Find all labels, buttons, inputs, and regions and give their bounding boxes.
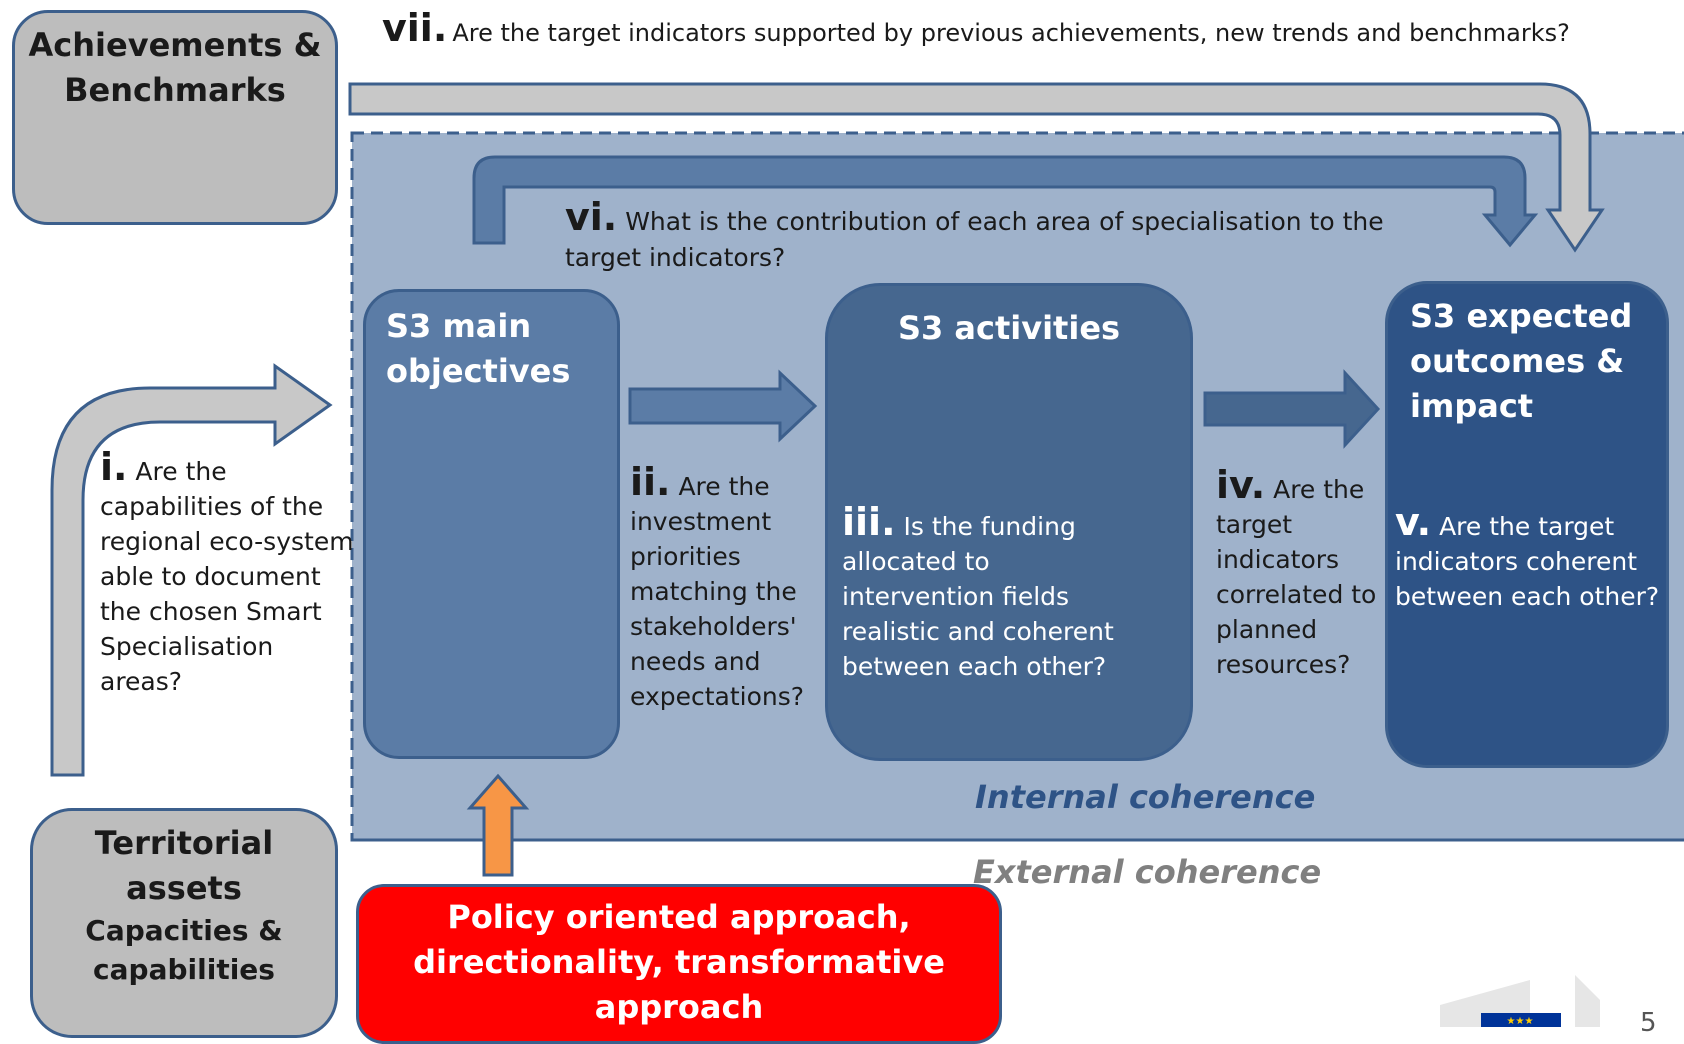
- contribution-arrow: [472, 155, 1539, 248]
- svg-text:★★★: ★★★: [1507, 1016, 1534, 1027]
- question-iv-line-2: target: [1216, 510, 1293, 539]
- question-ii-line-2: investment: [630, 507, 772, 536]
- territorial-line-2: assets: [126, 869, 242, 907]
- question-iii-number: iii.: [842, 500, 896, 544]
- question-v-number: v.: [1395, 500, 1432, 544]
- question-iii-line-5: between each other?: [842, 652, 1107, 681]
- main-objectives-box: S3 main objectives: [363, 289, 620, 759]
- question-ii-line-4: matching the: [630, 577, 797, 606]
- external-coherence-label: External coherence: [973, 853, 1322, 891]
- question-i-line-6: Specialisation areas?: [100, 632, 274, 696]
- question-iv-line-4: correlated to: [1216, 580, 1377, 609]
- question-v: v. Are the target indicators coherent be…: [1395, 503, 1665, 614]
- territorial-line-4: capabilities: [93, 953, 275, 986]
- question-ii-line-7: expectations?: [630, 682, 805, 711]
- question-iii-line-3: intervention fields: [842, 582, 1070, 611]
- outcomes-line-2: outcomes &: [1410, 342, 1625, 380]
- main-objectives-line-2: objectives: [386, 352, 571, 390]
- outcomes-line-1: S3 expected: [1410, 297, 1633, 335]
- question-i-line-1: Are the: [135, 457, 227, 486]
- question-vii: vii. Are the target indicators supported…: [382, 6, 1570, 50]
- achievements-line-1: Achievements &: [28, 26, 322, 64]
- question-iv: iv. Are the target indicators correlated…: [1216, 466, 1386, 682]
- achievements-benchmarks-box: Achievements & Benchmarks: [12, 10, 338, 225]
- question-v-line-2: indicators coherent: [1395, 547, 1638, 576]
- policy-approach-box: Policy oriented approach, directionality…: [356, 884, 1002, 1044]
- policy-line-3: approach: [594, 988, 764, 1026]
- question-iv-line-5: planned: [1216, 615, 1318, 644]
- question-iv-line-6: resources?: [1216, 650, 1351, 679]
- page-number: 5: [1640, 1008, 1657, 1038]
- policy-line-1: Policy oriented approach,: [447, 898, 911, 936]
- territorial-line-1: Territorial: [94, 824, 274, 862]
- question-ii: ii. Are the investment priorities matchi…: [630, 463, 810, 714]
- question-ii-line-3: priorities: [630, 542, 741, 571]
- question-i: i. Are the capabilities of the regional …: [100, 448, 360, 699]
- question-iii: iii. Is the funding allocated to interve…: [842, 503, 1182, 684]
- territorial-line-3: Capacities &: [85, 914, 283, 947]
- question-ii-number: ii.: [630, 460, 671, 504]
- question-vi-line-1: What is the contribution of each area of…: [625, 207, 1384, 236]
- activities-to-outcomes-arrow: [1203, 369, 1381, 449]
- question-i-line-3: regional eco-system: [100, 527, 354, 556]
- question-vi-number: vi.: [565, 195, 618, 239]
- question-iii-line-4: realistic and coherent: [842, 617, 1114, 646]
- policy-up-arrow: [466, 773, 530, 877]
- question-v-line-1: Are the target: [1439, 512, 1615, 541]
- question-vi-line-2: target indicators?: [565, 243, 786, 272]
- question-iv-line-3: indicators: [1216, 545, 1340, 574]
- question-v-line-3: between each other?: [1395, 582, 1660, 611]
- question-vii-number: vii.: [382, 6, 448, 50]
- benchmark-arrow: [348, 82, 1605, 253]
- objectives-to-activities-arrow: [628, 369, 818, 443]
- internal-coherence-label: Internal coherence: [975, 778, 1316, 816]
- question-i-line-2: capabilities of the: [100, 492, 324, 521]
- question-ii-line-1: Are the: [678, 472, 770, 501]
- question-vii-text: Are the target indicators supported by p…: [452, 19, 1570, 47]
- achievements-line-2: Benchmarks: [64, 71, 286, 109]
- activities-box: S3 activities: [825, 283, 1193, 761]
- outcomes-line-3: impact: [1410, 387, 1534, 425]
- question-i-line-5: the chosen Smart: [100, 597, 322, 626]
- policy-line-2: directionality, transformative: [413, 943, 945, 981]
- question-vi: vi. What is the contribution of each are…: [565, 195, 1384, 272]
- question-iii-line-1: Is the funding: [903, 512, 1076, 541]
- question-iii-line-2: allocated to: [842, 547, 990, 576]
- main-objectives-line-1: S3 main: [386, 307, 532, 345]
- territorial-arrow: [50, 363, 333, 777]
- question-i-number: i.: [100, 445, 128, 489]
- question-iv-line-1: Are the: [1273, 475, 1365, 504]
- eu-commission-logo-icon: ★★★: [1440, 975, 1600, 1027]
- question-ii-line-5: stakeholders': [630, 612, 797, 641]
- question-i-line-4: able to document: [100, 562, 321, 591]
- question-iv-number: iv.: [1216, 463, 1266, 507]
- outcomes-box: S3 expected outcomes & impact: [1385, 281, 1669, 768]
- activities-title: S3 activities: [897, 309, 1121, 347]
- question-ii-line-6: needs and: [630, 647, 761, 676]
- territorial-assets-box: Territorial assets Capacities & capabili…: [30, 808, 338, 1038]
